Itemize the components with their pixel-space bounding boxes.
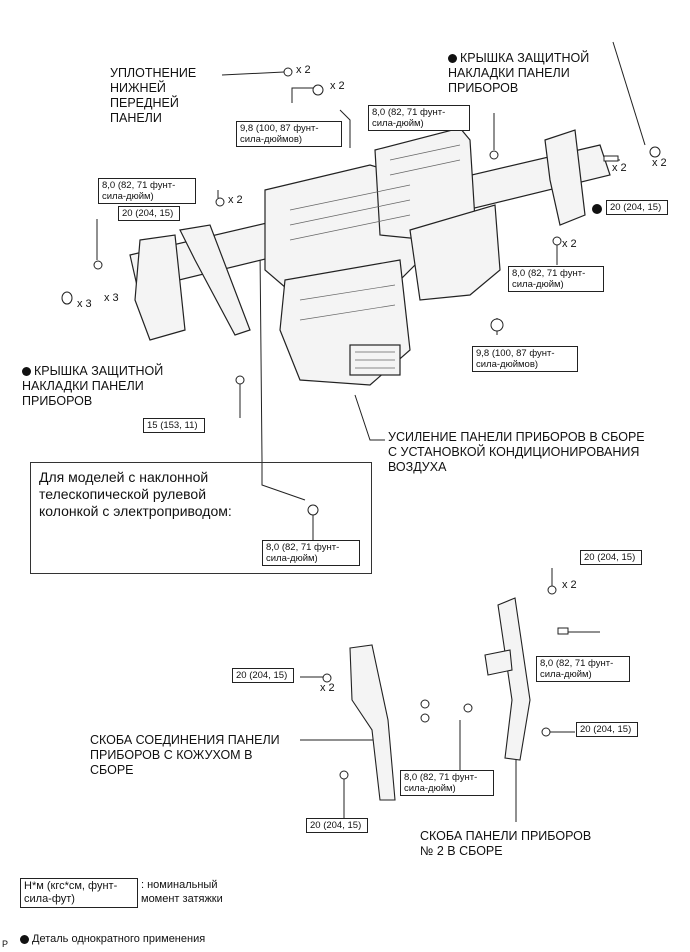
qty-left-lower: x 3 (104, 292, 119, 304)
seal-label: УПЛОТНЕНИЕ НИЖНЕЙ ПЕРЕДНЕЙ ПАНЕЛИ (110, 66, 197, 125)
fasteners (61, 67, 661, 780)
torque-box-8: 15 (153, 11) (143, 418, 205, 433)
qty-bracket-left: x 2 (320, 682, 335, 694)
qty-mid-bolts: x 2 (562, 238, 577, 250)
torque-box-4: 8,0 (82, 71 фунт- сила-дюйм) (98, 178, 196, 204)
legend-unit-desc: : номинальный момент затяжки (141, 879, 223, 905)
torque-box-13: 20 (204, 15) (576, 722, 638, 737)
bracket-link-label: СКОБА СОЕДИНЕНИЯ ПАНЕЛИ ПРИБОРОВ С КОЖУХ… (90, 733, 280, 777)
torque-box-11: 8,0 (82, 71 фунт- сила-дюйм) (536, 656, 630, 682)
inset-note: Для моделей с наклонной телескопической … (39, 469, 232, 519)
torque-box-2: 8,0 (82, 71 фунт- сила-дюйм) (368, 105, 470, 131)
torque-box-1: 9,8 (100, 87 фунт- сила-дюймов) (236, 121, 342, 147)
bracket-2-label: СКОБА ПАНЕЛИ ПРИБОРОВ № 2 В СБОРЕ (420, 829, 592, 858)
single-use-icon (592, 204, 602, 214)
torque-box-9: 8,0 (82, 71 фунт- сила-дюйм) (262, 540, 360, 566)
qty-right-bolts: x 2 (612, 162, 627, 174)
qty-bracket-top: x 2 (562, 579, 577, 591)
torque-box-14: 8,0 (82, 71 фунт- сила-дюйм) (400, 770, 494, 796)
qty-left-cover: x 3 (77, 298, 92, 310)
torque-box-3: 20 (204, 15) (606, 200, 668, 215)
qty-seal: x 2 (296, 64, 311, 76)
qty-bolt-top: x 2 (330, 80, 345, 92)
torque-box-6: 8,0 (82, 71 фунт- сила-дюйм) (508, 266, 604, 292)
inset-frame: Для моделей с наклонной телескопической … (30, 462, 372, 574)
brackets (349, 597, 531, 801)
reinforcement-label: УСИЛЕНИЕ ПАНЕЛИ ПРИБОРОВ В СБОРЕ С УСТАН… (388, 430, 645, 474)
hvac-assembly (129, 127, 611, 386)
torque-box-15: 20 (204, 15) (306, 818, 368, 833)
cover-left-label: КРЫШКА ЗАЩИТНОЙ НАКЛАДКИ ПАНЕЛИ ПРИБОРОВ (22, 364, 164, 408)
single-use-icon (448, 54, 457, 64)
torque-box-5: 20 (204, 15) (118, 206, 180, 221)
corner-mark: P (2, 939, 9, 949)
legend-unit-box: Н*м (кгс*см, фунт- сила-фут) (20, 878, 138, 908)
torque-box-10: 20 (204, 15) (580, 550, 642, 565)
single-use-icon (20, 934, 29, 944)
legend-once: Деталь однократного применения (20, 917, 205, 947)
qty-left-bolts: x 2 (228, 194, 243, 206)
single-use-icon (22, 367, 31, 377)
cover-right-label: КРЫШКА ЗАЩИТНОЙ НАКЛАДКИ ПАНЕЛИ ПРИБОРОВ (448, 51, 590, 95)
torque-box-12: 20 (204, 15) (232, 668, 294, 683)
torque-box-7: 9,8 (100, 87 фунт- сила-дюймов) (472, 346, 578, 372)
qty-cover-right: x 2 (652, 157, 667, 169)
